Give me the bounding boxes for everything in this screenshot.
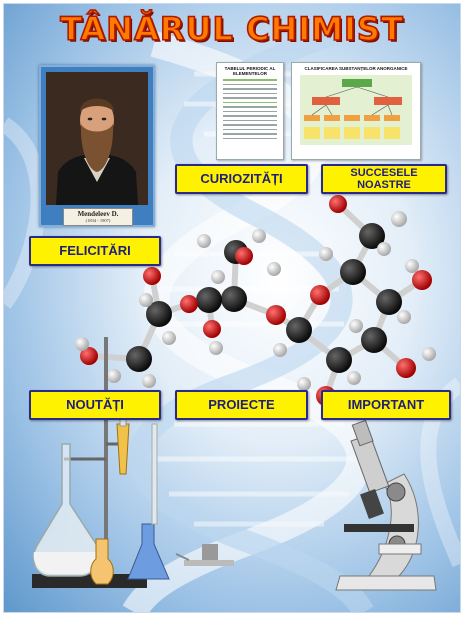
label-noutati: NOUTĂȚI <box>29 390 161 420</box>
document-right-heading: CLASIFICAREA SUBSTANȚELOR ANORGANICE <box>304 66 408 71</box>
classification-diagram <box>300 75 412 145</box>
document-left-heading: TABELUL PERIODIC AL ELEMENTELOR <box>224 66 276 76</box>
document-left: TABELUL PERIODIC AL ELEMENTELOR <box>216 62 284 160</box>
document-left-lines <box>217 79 283 139</box>
label-succesele-noastre: SUCCESELE NOASTRE <box>321 164 447 194</box>
molecule-atoms <box>75 195 436 406</box>
apparatus-center <box>175 544 234 566</box>
mendeleev-portrait-image <box>46 72 148 205</box>
portrait-frame: Mendeleev D. (1834 - 1907) <box>39 65 155 227</box>
label-curiozitati: CURIOZITĂȚI <box>175 164 308 194</box>
poster: TÂNĂRUL CHIMIST Mendeleev D. (1834 - 190… <box>3 3 461 613</box>
lab-equipment-left <box>32 337 170 588</box>
poster-title: TÂNĂRUL CHIMIST <box>59 9 404 49</box>
label-proiecte: PROIECTE <box>175 390 308 420</box>
label-felicitari: FELICITĂRI <box>29 236 161 266</box>
microscope <box>335 419 437 591</box>
document-right: CLASIFICAREA SUBSTANȚELOR ANORGANICE <box>291 62 421 160</box>
label-important: IMPORTANT <box>321 390 451 420</box>
portrait-caption: Mendeleev D. (1834 - 1907) <box>63 208 133 226</box>
portrait-dates: (1834 - 1907) <box>85 218 111 223</box>
background-illustration <box>4 23 460 612</box>
portrait-name: Mendeleev D. <box>77 210 119 218</box>
